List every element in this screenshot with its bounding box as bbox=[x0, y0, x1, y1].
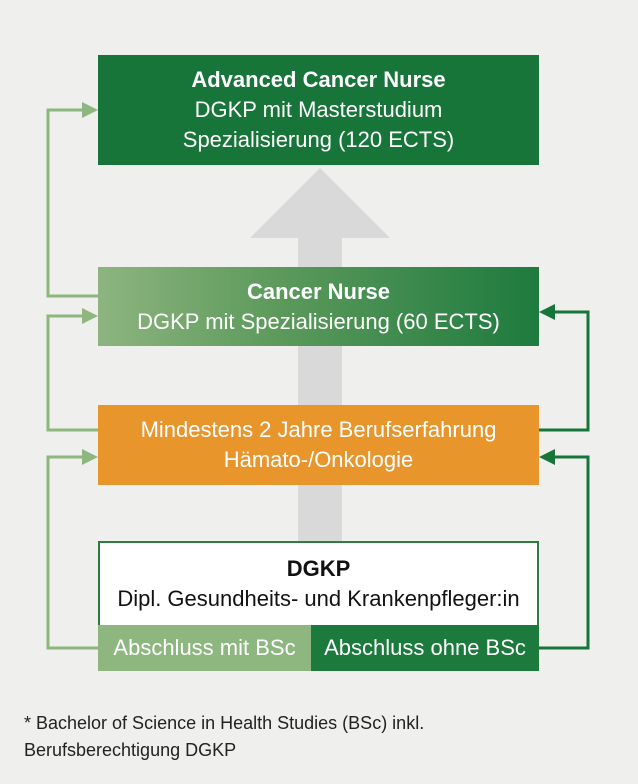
advanced-cancer-nurse-line3: Spezialisierung (120 ECTS) bbox=[182, 127, 455, 152]
advanced-cancer-nurse-title: Advanced Cancer Nurse bbox=[191, 67, 446, 92]
experience-line1: Mindestens 2 Jahre Berufserfahrung bbox=[140, 417, 497, 442]
progression-arrow bbox=[250, 168, 390, 541]
experience-line2: Hämato-/Onkologie bbox=[223, 447, 414, 472]
dgkp-title: DGKP bbox=[286, 556, 351, 581]
left-connector-lines bbox=[46, 108, 98, 650]
dgkp-box: DGKP Dipl. Gesundheits- und Krankenpfleg… bbox=[98, 541, 539, 625]
right-connector-lines bbox=[539, 310, 590, 650]
left-arrowheads bbox=[82, 102, 98, 465]
advanced-cancer-nurse-box: Advanced Cancer Nurse DGKP mit Masterstu… bbox=[98, 55, 539, 165]
cancer-nurse-title: Cancer Nurse bbox=[246, 278, 391, 304]
abschluss-ohne-bsc-label: Abschluss ohne BSc bbox=[311, 625, 539, 671]
cancer-nurse-box: Cancer Nurse DGKP mit Spezialisierung (6… bbox=[98, 267, 539, 346]
footnote-line2: Berufsberechtigung DGKP bbox=[24, 740, 237, 760]
footnote: * Bachelor of Science in Health Studies … bbox=[24, 710, 544, 764]
footnote-line1: * Bachelor of Science in Health Studies … bbox=[24, 713, 425, 733]
cancer-nurse-line2: DGKP mit Spezialisierung (60 ECTS) bbox=[137, 308, 500, 334]
advanced-cancer-nurse-line2: DGKP mit Masterstudium bbox=[194, 97, 443, 122]
dgkp-line2: Dipl. Gesundheits- und Krankenpfleger:in bbox=[117, 586, 520, 611]
experience-box: Mindestens 2 Jahre Berufserfahrung Hämat… bbox=[98, 405, 539, 485]
right-arrowheads bbox=[539, 304, 555, 465]
abschluss-mit-bsc-label: Abschluss mit BSc bbox=[98, 625, 311, 671]
